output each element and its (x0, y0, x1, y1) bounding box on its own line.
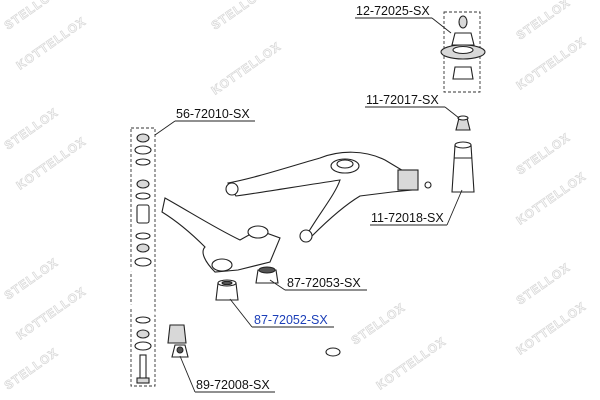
strut-mount-bushing (452, 66, 474, 80)
sway-bar (108, 266, 341, 357)
part-label-front-bushing[interactable]: 87-72052-SX (254, 313, 328, 327)
part-labels: 12-72025-SX 11-72017-SX 56-72010-SX 11-7… (176, 4, 444, 392)
part-label-bump-stop[interactable]: 11-72017-SX (366, 93, 439, 107)
part-label-dust-boot[interactable]: 11-72018-SX (371, 211, 444, 225)
watermark-text: STELLOX (209, 0, 268, 32)
control-arm-bushing-front[interactable] (215, 279, 239, 301)
part-label-strut-mount[interactable]: 12-72025-SX (356, 4, 430, 18)
watermark-text: STELLOX (2, 345, 61, 392)
watermark-text: STELLOX (514, 130, 573, 177)
watermark-text: KOTTELLOX (374, 334, 449, 392)
watermark-text: STELLOX (2, 105, 61, 152)
watermark-text: STELLOX (349, 300, 408, 347)
control-arm (225, 151, 432, 243)
watermark-text: KOTTELLOX (14, 14, 89, 72)
watermark-text: KOTTELLOX (14, 134, 89, 192)
watermark-text: KOTTELLOX (514, 299, 589, 357)
watermark-text: STELLOX (2, 0, 61, 32)
watermark-text: STELLOX (514, 260, 573, 307)
sway-bar-bushing[interactable] (167, 324, 189, 358)
part-label-sway-bar-bushing[interactable]: 89-72008-SX (196, 378, 270, 392)
watermark: STELLOX KOTTELLOX STELLOX KOTTELLOX STEL… (1, 0, 589, 393)
watermark-text: KOTTELLOX (209, 39, 284, 97)
watermark-text: STELLOX (2, 255, 61, 302)
strut-mount[interactable] (440, 11, 486, 93)
watermark-text: KOTTELLOX (14, 284, 89, 342)
part-label-rear-bushing[interactable]: 87-72053-SX (287, 276, 361, 290)
watermark-text: STELLOX (514, 0, 573, 42)
watermark-text: KOTTELLOX (514, 169, 589, 227)
part-label-link-kit[interactable]: 56-72010-SX (176, 107, 250, 121)
leader-lines (154, 17, 463, 393)
lower-bracket (161, 197, 281, 273)
strut-mount-cap (451, 32, 475, 46)
bump-stop[interactable] (455, 115, 471, 131)
stabilizer-link-kit[interactable] (130, 127, 156, 387)
dust-boot[interactable] (451, 141, 475, 193)
strut-mount-nut (458, 15, 468, 29)
link-kit-group-box (130, 127, 156, 387)
control-arm-bushing-rear[interactable] (255, 266, 279, 284)
watermark-text: KOTTELLOX (514, 34, 589, 92)
strut-mount-center (452, 45, 474, 55)
